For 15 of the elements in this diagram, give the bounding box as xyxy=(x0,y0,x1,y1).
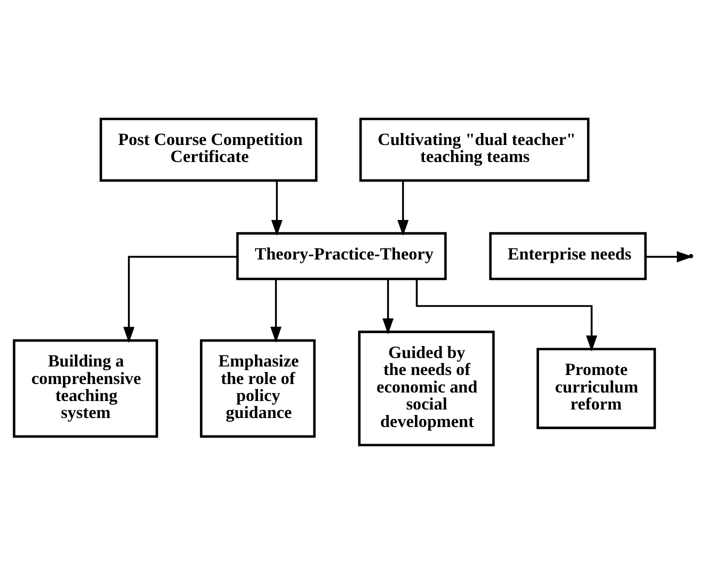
arrow xyxy=(382,278,394,334)
node-box: Enterprise needs xyxy=(488,232,646,280)
node-box: Cultivating "dual teacher" teaching teams xyxy=(358,117,589,182)
node-box: Post Course Competition Certificate xyxy=(99,117,317,182)
arrow xyxy=(396,180,408,236)
node-box: Theory-Practice-Theory xyxy=(236,232,446,280)
arrow xyxy=(122,255,237,342)
node-box: Promote curriculum reform xyxy=(536,347,656,429)
arrow xyxy=(645,250,692,262)
node-box: Guided by the needs of economic and social development xyxy=(358,330,494,446)
node-box: Emphasize the role of policy guidance xyxy=(199,338,316,438)
node-box: Building a comprehensive teaching system xyxy=(12,338,158,438)
arrow xyxy=(270,278,282,342)
arrow xyxy=(270,180,282,236)
arrow xyxy=(415,278,597,351)
